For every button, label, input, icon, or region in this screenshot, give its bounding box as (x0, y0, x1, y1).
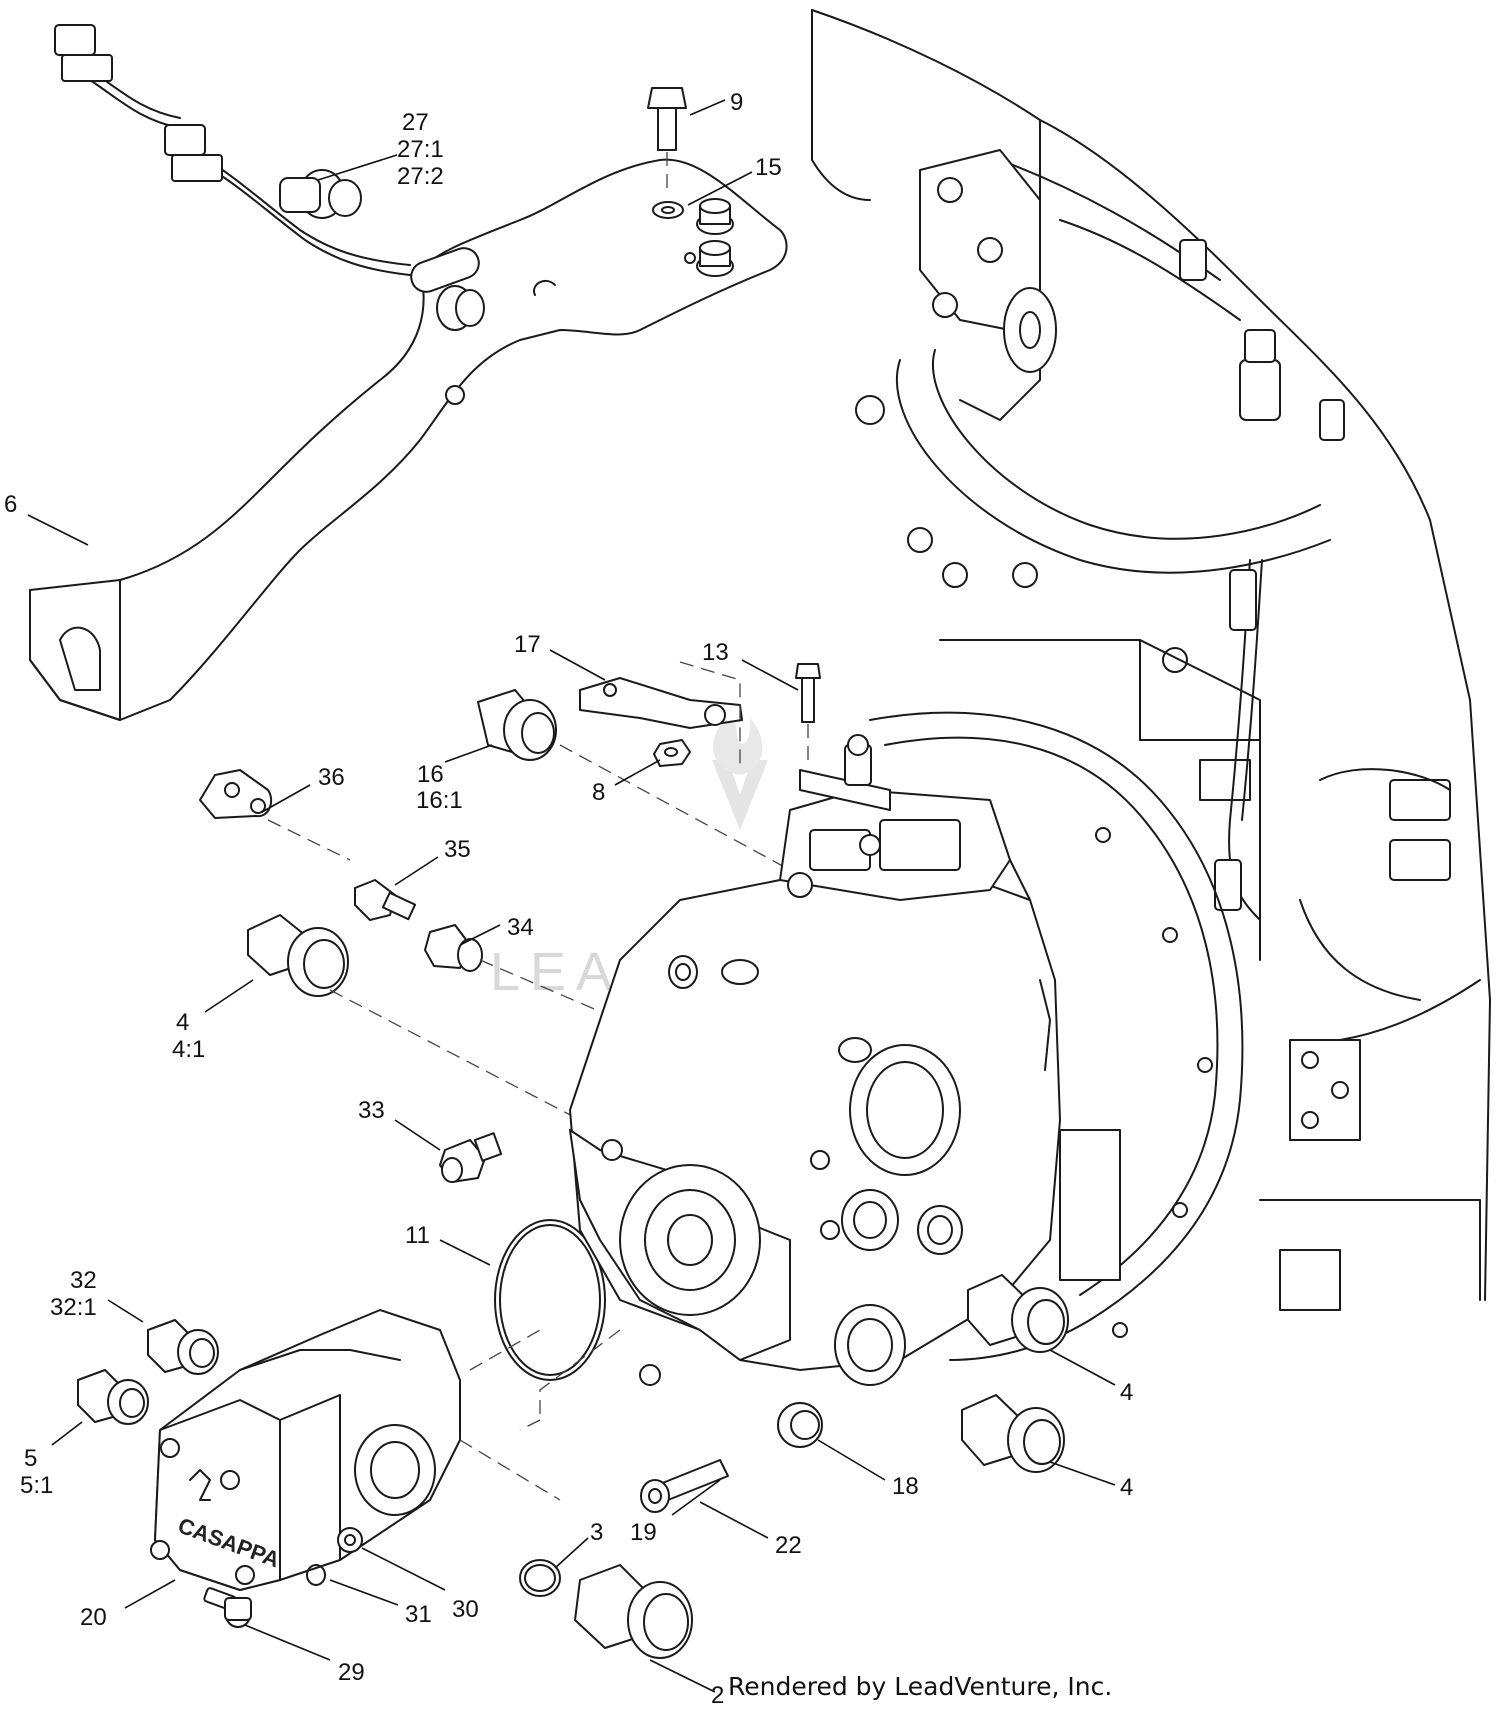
leader-32 (107, 1299, 144, 1323)
leader-30 (361, 1547, 446, 1591)
leader-35 (394, 856, 439, 886)
leader-8 (614, 759, 661, 786)
callout-36: 36 (318, 764, 345, 791)
rendered-by-credit: Rendered by LeadVenture, Inc. (728, 1672, 1113, 1701)
callout-8: 8 (592, 779, 605, 806)
callout-3: 3 (590, 1519, 603, 1546)
part-32-fitting (147, 1319, 219, 1375)
part-20-gear-pump: CASAPPA (150, 1309, 561, 1611)
callout-31: 31 (405, 1601, 432, 1628)
part-31-o-ring (306, 1564, 326, 1586)
callout-5: 5 (24, 1445, 37, 1472)
callout-27: 27 (402, 109, 429, 136)
part-19-hydrostatic-pump (519, 734, 1061, 1431)
leader-3 (554, 1537, 589, 1569)
leader-4-right-upper (1049, 1349, 1116, 1386)
leader-18 (817, 1439, 886, 1481)
leader-5 (51, 1421, 83, 1446)
part-8-nut (653, 739, 691, 767)
callout-18: 18 (892, 1473, 919, 1500)
callout-20: 20 (80, 1604, 107, 1631)
leader-4-left (204, 979, 254, 1013)
part-4-fitting-right-lower (961, 1394, 1065, 1473)
leader-36 (261, 784, 311, 813)
part-34-fitting (424, 924, 621, 1021)
leader-20 (124, 1579, 176, 1609)
callout-35: 35 (444, 836, 471, 863)
callout-9: 9 (730, 89, 743, 116)
callout-33: 33 (358, 1097, 385, 1124)
leader-17 (549, 649, 606, 681)
part-9-bolt (647, 87, 687, 190)
part-2-fitting (574, 1564, 693, 1659)
callout-4-1: 4:1 (172, 1036, 205, 1063)
callout-34: 34 (507, 914, 534, 941)
leader-2 (649, 1659, 716, 1693)
callout-6: 6 (4, 491, 17, 518)
callout-22: 22 (775, 1532, 802, 1559)
callout-30: 30 (452, 1596, 479, 1623)
part-35-fitting (354, 879, 417, 921)
leader-9 (689, 99, 726, 116)
callout-labels: 27 27:1 27:2 9 15 6 17 13 16 16:1 8 36 3… (4, 89, 1133, 1709)
callout-32-1: 32:1 (50, 1294, 97, 1321)
callout-17: 17 (514, 631, 541, 658)
callout-13: 13 (702, 639, 729, 666)
leader-29 (244, 1624, 331, 1661)
part-11-o-ring (494, 1219, 606, 1381)
callout-4-right-lower: 4 (1120, 1474, 1133, 1501)
part-18-spacer (777, 1402, 823, 1448)
callout-16: 16 (417, 761, 444, 788)
leader-27 (317, 154, 398, 181)
callout-5-1: 5:1 (20, 1472, 53, 1499)
part-4-fitting-right-upper (967, 1274, 1069, 1353)
leader-13 (741, 659, 799, 691)
leader-4-right-lower (1049, 1461, 1116, 1486)
callout-29: 29 (338, 1659, 365, 1686)
part-33-fitting (439, 1132, 503, 1183)
callout-4-left: 4 (176, 1009, 189, 1036)
callout-16-1: 16:1 (416, 787, 463, 814)
part-16-fitting (477, 689, 791, 871)
part-17-bracket (579, 661, 743, 770)
part-27-wiring-harness (54, 24, 411, 276)
callout-19: 19 (630, 1519, 657, 1546)
callout-4-right-upper: 4 (1120, 1379, 1133, 1406)
part-36-clip (199, 769, 351, 861)
leader-6 (27, 514, 89, 546)
part-4-fitting-left (247, 914, 581, 1121)
part-22-cap-screw (640, 1459, 729, 1513)
leader-22 (699, 1501, 769, 1539)
engine-assembly (811, 9, 1491, 1361)
callout-27-2: 27:2 (397, 163, 444, 190)
leader-16 (444, 744, 493, 763)
part-30-seal (337, 1527, 363, 1553)
leader-11 (439, 1239, 491, 1266)
leader-lines (27, 99, 1116, 1693)
callout-15: 15 (755, 154, 782, 181)
part-6-mounting-bracket (29, 158, 788, 721)
leader-33 (394, 1119, 441, 1151)
part-15-washer (652, 201, 684, 219)
leader-15 (687, 171, 753, 206)
part-3-o-ring (519, 1559, 561, 1597)
leader-19 (671, 1479, 721, 1516)
callout-11: 11 (405, 1222, 430, 1249)
leader-34 (459, 924, 501, 946)
part-29-plug (224, 1597, 252, 1628)
part-5-fitting (77, 1369, 149, 1425)
leader-31 (329, 1579, 399, 1606)
callout-2: 2 (711, 1682, 724, 1709)
part-13-bolt (795, 663, 821, 762)
callout-32: 32 (70, 1267, 97, 1294)
callout-27-1: 27:1 (397, 136, 444, 163)
